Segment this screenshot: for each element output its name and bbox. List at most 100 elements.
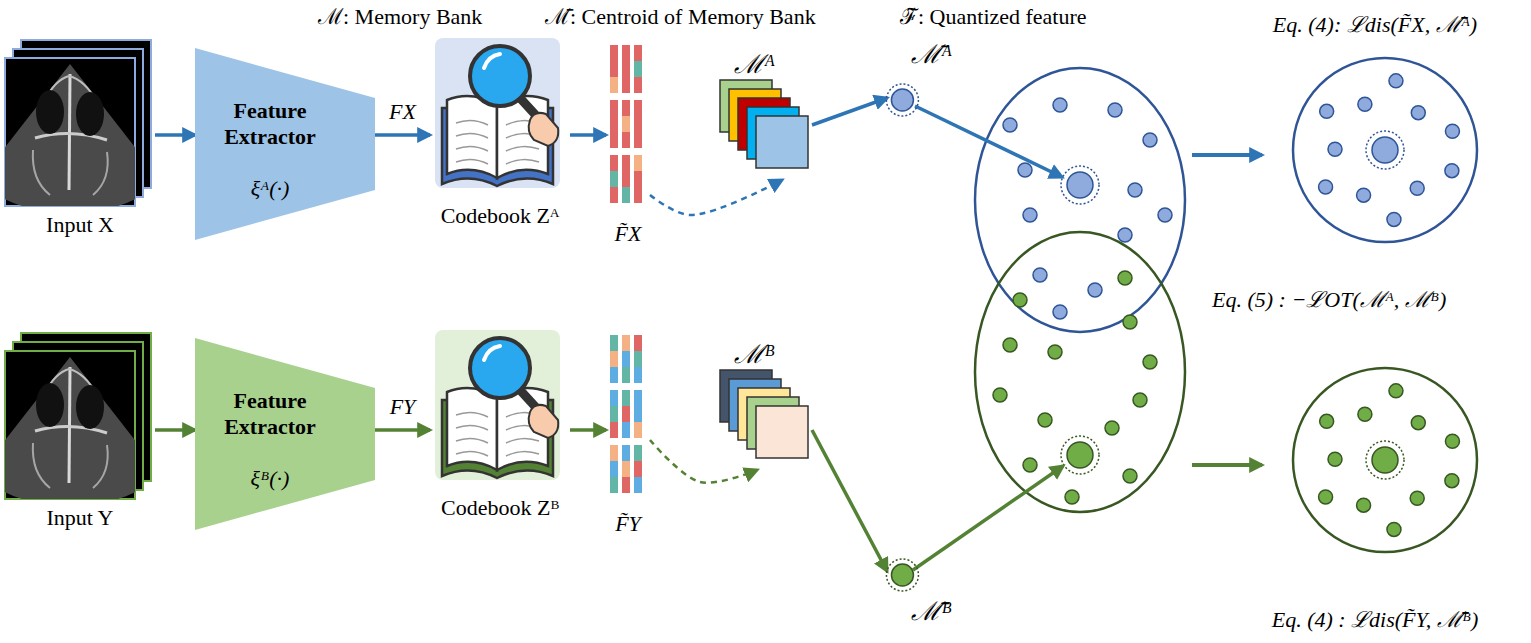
feature-segment [634, 422, 642, 438]
text-slot: Input Y [5, 505, 155, 531]
icon-ground [435, 330, 560, 480]
sample-dot [1319, 490, 1333, 504]
feature-segment [622, 390, 630, 406]
dashed-arrow [650, 440, 757, 483]
feature-segment [622, 77, 630, 93]
flow-arrow [375, 428, 430, 432]
sample-dot [1118, 228, 1132, 242]
codebook-icon [435, 330, 560, 480]
compact-cluster: Eq. (4): ℒdis(F̃X, ℳ̄ᴬ) [1225, 12, 1525, 257]
feature-extractor [195, 338, 375, 530]
art-path [456, 146, 488, 151]
sample-dot [1123, 315, 1137, 329]
art-path [506, 451, 539, 456]
sample-dot [1088, 283, 1102, 297]
node-label: F̃Y [615, 511, 641, 537]
feature-segment [634, 61, 642, 77]
text-slot: Feature Extractor [200, 388, 340, 440]
art-path [506, 438, 539, 443]
pull-arrow [913, 466, 1063, 570]
notation-key: ℳ̄: Centroid of Memory Bank [545, 4, 816, 30]
ultrasound-fan [5, 64, 135, 206]
trapezoid-shape [195, 338, 375, 530]
node-illustration [5, 333, 155, 533]
text-slot: Eq. (4) : ℒdis(F̃Y, ℳ̄ᴮ) [1225, 607, 1525, 633]
sample-dot [1123, 469, 1137, 483]
book-page [447, 96, 497, 178]
quantized-feature: F̃Y [606, 335, 650, 545]
art-path [456, 120, 488, 125]
flow-arrow [570, 428, 606, 432]
sample-dot [1328, 142, 1342, 156]
quantized-feature [610, 335, 642, 493]
feature-segment [634, 367, 642, 383]
sample-dot [1038, 413, 1052, 427]
art-path [456, 159, 488, 164]
codebook-icon: Codebook Zᴬ [430, 28, 570, 233]
art-path [456, 438, 488, 443]
art-path [506, 146, 539, 151]
centroid-dot [1067, 172, 1093, 198]
text-slot: ℳ̄ᴮ [911, 597, 958, 627]
result-arrow [1192, 153, 1262, 157]
result-arrow [1192, 463, 1262, 467]
node-label: Codebook Zᴬ [441, 203, 560, 229]
sample-dot [1445, 164, 1459, 178]
feature-segment [622, 61, 630, 77]
feature-segment [610, 116, 618, 132]
sample-dot [1410, 491, 1424, 505]
feature-extractor: Feature Extractorξᴮ(·) [195, 338, 375, 530]
label-slot: ℱ̃: Quantized feature [900, 4, 1087, 30]
flow-arrow [812, 98, 887, 125]
node-illustration [1225, 12, 1525, 257]
hand-shape [529, 113, 559, 146]
flow-arrow [812, 430, 887, 571]
feature-segment [622, 477, 630, 493]
node-label: ℳ̄ᴮ [911, 597, 952, 627]
text-slot: F̃Y [606, 511, 650, 537]
feature-extractor [195, 48, 375, 240]
centroid-marker: ℳ̄ᴮ [885, 545, 958, 635]
quantized-feature [610, 45, 642, 203]
art-path [456, 451, 488, 456]
node-illustration [1225, 350, 1525, 635]
sample-dot [1358, 407, 1372, 421]
text-slot: Feature Extractor [200, 98, 340, 150]
magnifier-lens [470, 46, 530, 106]
equation-label: Eq. (5) : −ℒOT(ℳᴬ, ℳᴮ) [1212, 287, 1446, 313]
text-slot: ℳᴬ [734, 50, 810, 80]
text-slot: ℳᴮ [734, 340, 810, 370]
label-slot: ℳ̄: Centroid of Memory Bank [545, 4, 816, 30]
art-path [484, 346, 500, 360]
node-label: Input Y [46, 505, 113, 531]
feature-segment [610, 155, 618, 171]
feature-extractor: Feature Extractorξᴬ(·) [195, 48, 375, 240]
art-path [456, 133, 488, 138]
feature-segment [634, 45, 642, 61]
feature-segment [610, 422, 618, 438]
feature-segment [622, 406, 630, 422]
feature-segment [622, 100, 630, 116]
sample-dot [1023, 208, 1037, 222]
feature-segment [634, 116, 642, 132]
sample-dot [1410, 181, 1424, 195]
sample-dot [1387, 522, 1401, 536]
centroid-marker: ℳ̄ᴬ [885, 40, 958, 120]
feature-segment [622, 335, 630, 351]
feature-segment [622, 351, 630, 367]
node-illustration [430, 28, 570, 233]
cluster-circle [1293, 368, 1477, 552]
feature-segment [622, 155, 630, 171]
feature-segment [634, 187, 642, 203]
label-slot: Eq. (5) : −ℒOT(ℳᴬ, ℳᴮ) [1212, 287, 1446, 313]
feature-segment [610, 187, 618, 203]
sample-dot [1445, 124, 1459, 138]
sample-dot [1105, 421, 1119, 435]
input-image-stack: Input Y [5, 333, 155, 533]
sample-dot [1320, 104, 1334, 118]
book-page [447, 388, 497, 470]
feature-segment [610, 406, 618, 422]
node-label: ℳ̄ᴬ [911, 40, 952, 70]
sample-dot [1411, 106, 1425, 120]
